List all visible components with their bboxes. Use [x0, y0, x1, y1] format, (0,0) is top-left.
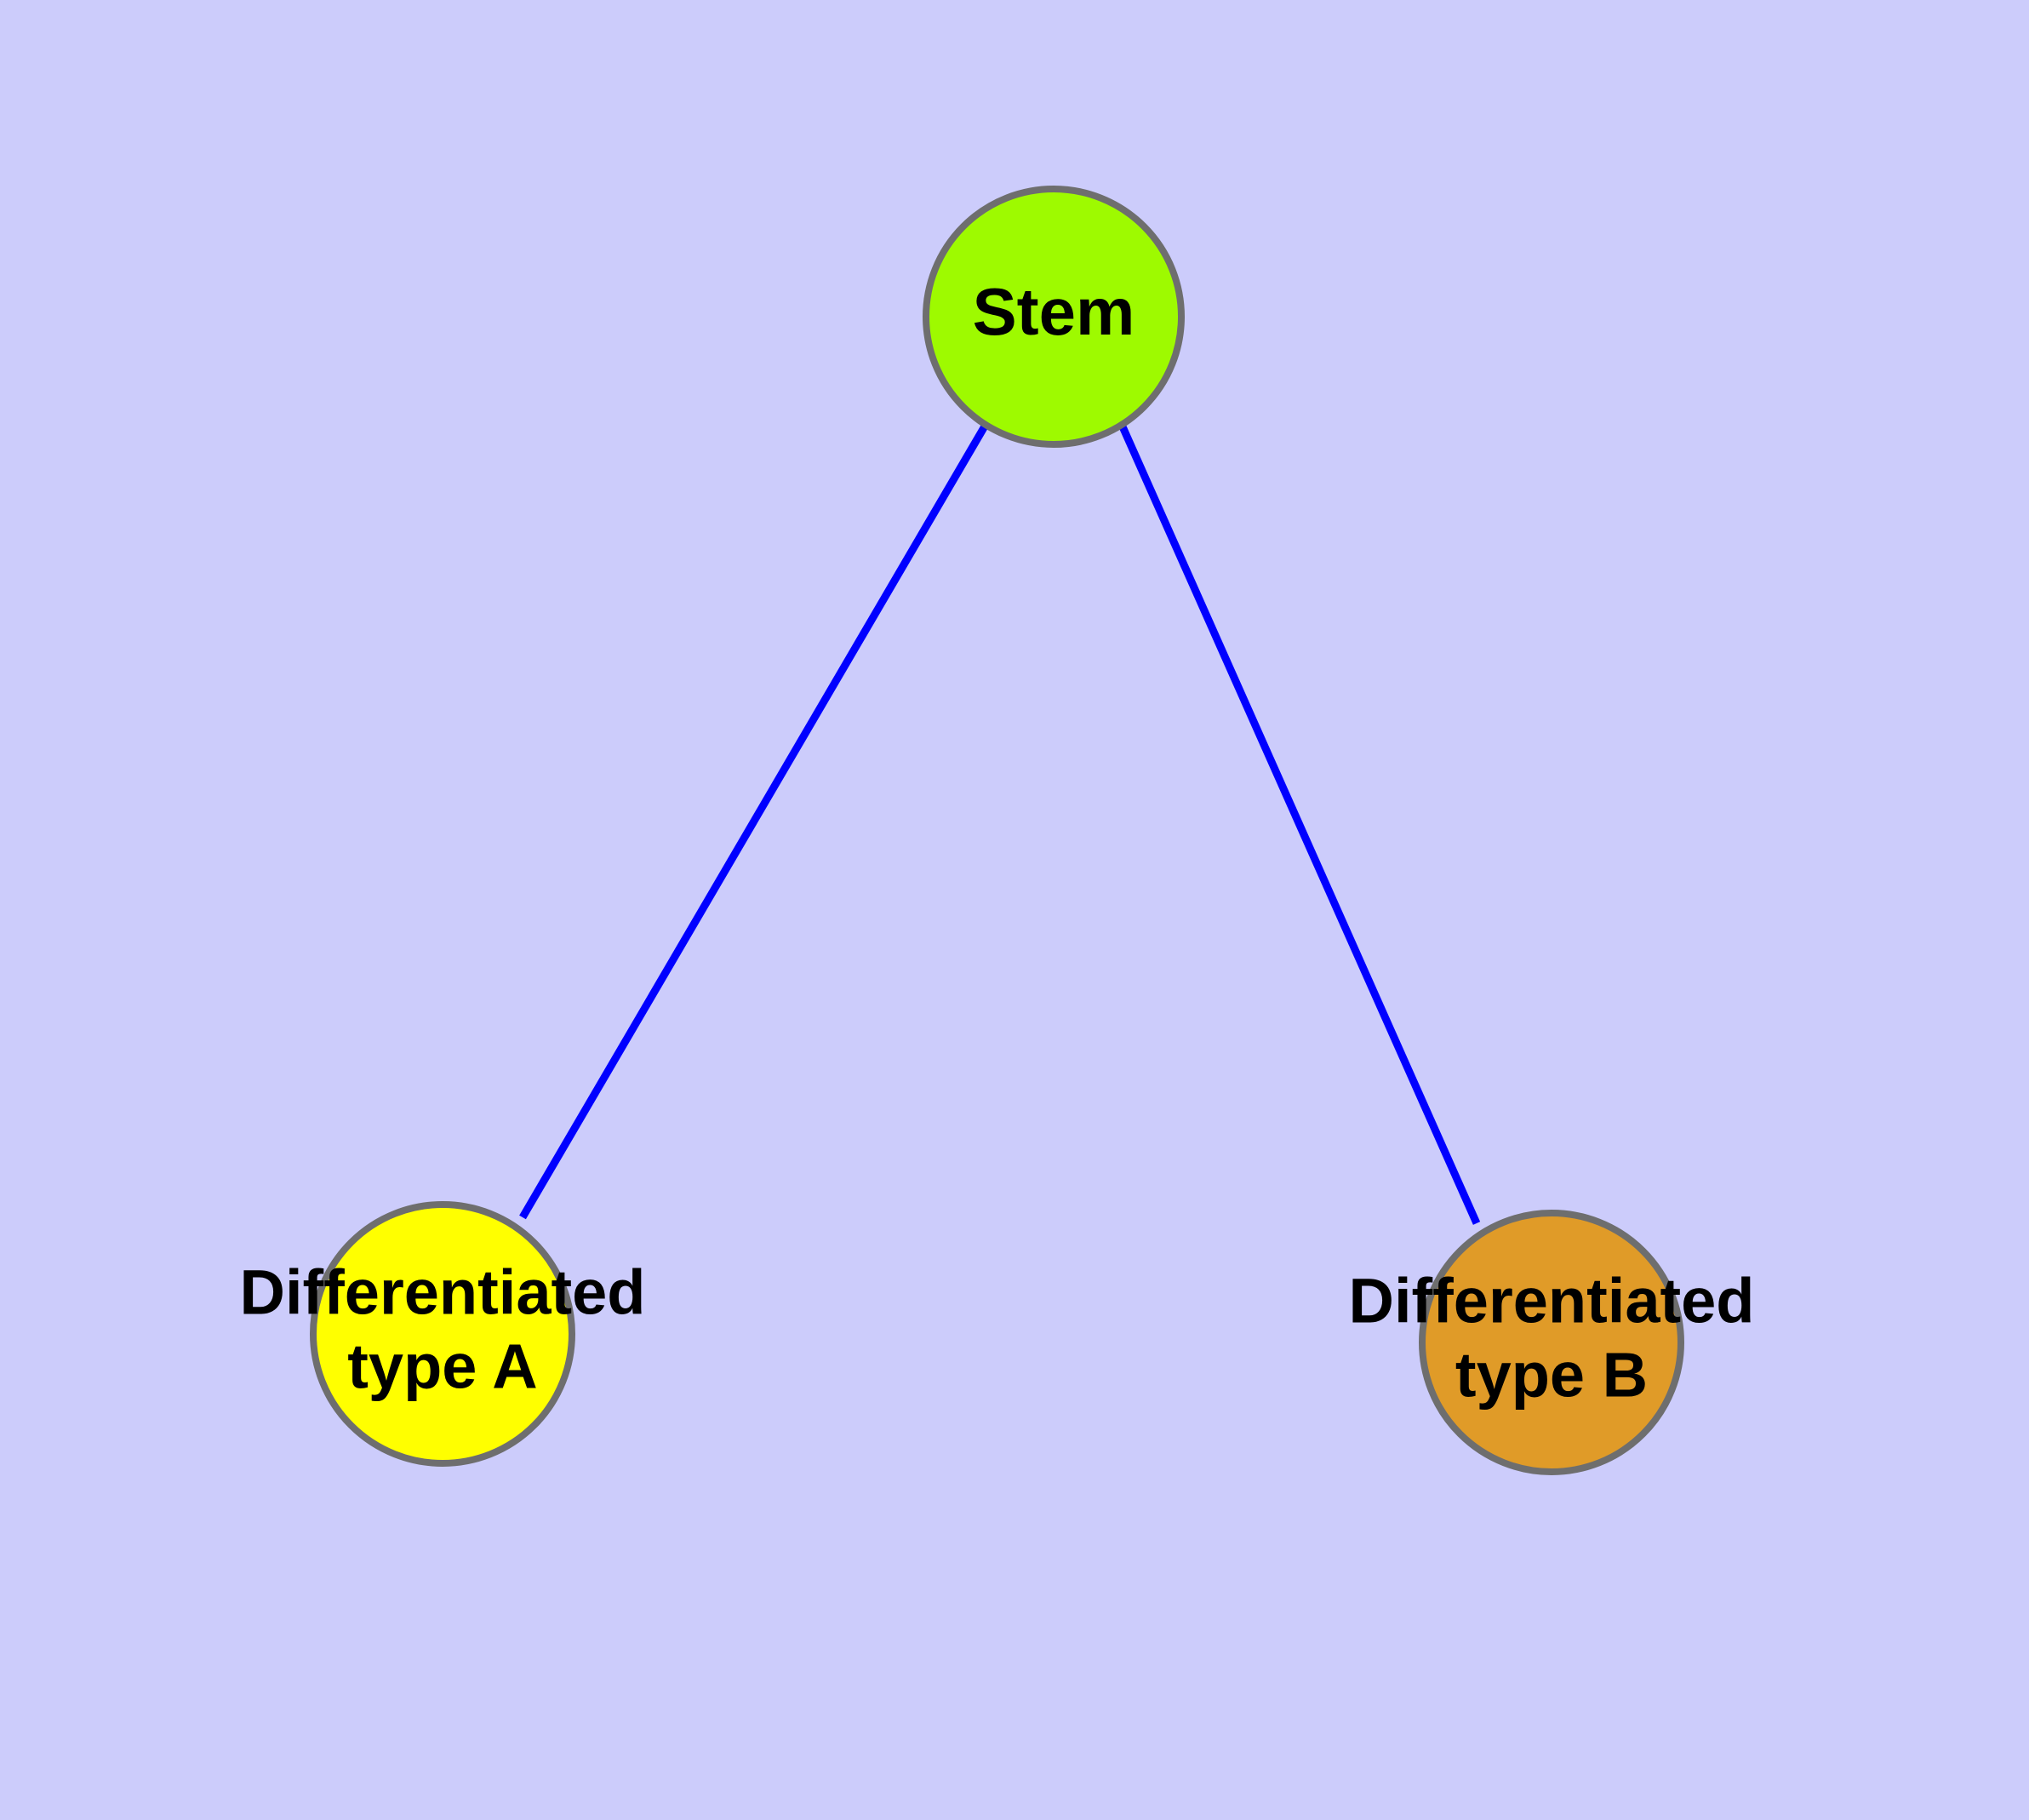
node-circle-diff-a[interactable] — [310, 1201, 575, 1467]
edge-stem-to-diff-b — [1117, 423, 1481, 1225]
edge-stem-to-diff-a — [519, 422, 989, 1220]
node-label-line: Stem — [973, 274, 1135, 349]
node-circle-diff-b[interactable] — [1419, 1210, 1684, 1475]
edges-group — [519, 422, 1481, 1225]
node-label-line: type A — [347, 1331, 537, 1401]
node-circle-stem[interactable] — [923, 186, 1185, 448]
node-label-line: type B — [1455, 1339, 1648, 1410]
node-label-line: Differentiated — [1349, 1265, 1755, 1336]
node-label-stem: Stem — [973, 274, 1135, 349]
node-stem[interactable]: Stem — [923, 186, 1185, 448]
node-label-line: Differentiated — [240, 1256, 646, 1327]
